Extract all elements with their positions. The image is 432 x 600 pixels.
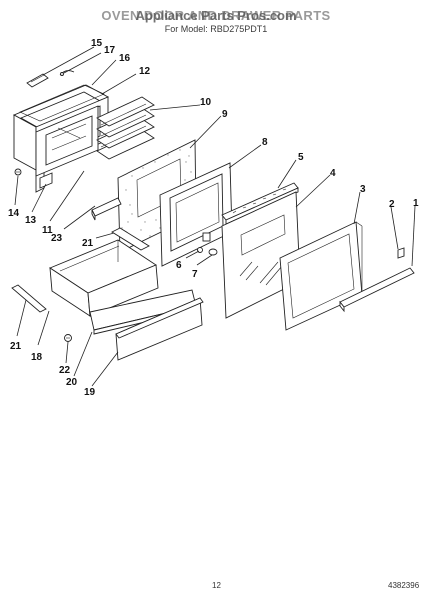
part-21-drawer-slide bbox=[111, 227, 150, 251]
part-15-vent-plate bbox=[26, 73, 49, 88]
part-10-window-pack bbox=[96, 96, 155, 160]
callout-3: 3 bbox=[360, 184, 366, 195]
callout-6: 6 bbox=[176, 260, 182, 271]
callout-16: 16 bbox=[119, 53, 131, 64]
callout-20: 20 bbox=[66, 377, 78, 388]
callout-12: 12 bbox=[139, 66, 151, 77]
part-11-inner-liner bbox=[35, 105, 99, 177]
document-code: 4382396 bbox=[388, 581, 420, 590]
part-23-hinge-bracket bbox=[91, 197, 122, 221]
part-18-drawer-body bbox=[49, 239, 159, 317]
model-line: For Model: RBD275PDT1 bbox=[164, 24, 268, 34]
page-title-underlay: OVEN DOOR AND DRAWER PARTS bbox=[101, 8, 331, 23]
part-21-drawer-slide bbox=[11, 284, 47, 313]
callout-13: 13 bbox=[25, 215, 37, 226]
callout-11: 11 bbox=[42, 225, 53, 236]
callout-18: 18 bbox=[31, 352, 43, 363]
callout-numbers: 15 17 16 12 10 9 8 5 4 3 2 1 14 13 11 23… bbox=[8, 38, 419, 398]
part-14-screw bbox=[14, 168, 22, 176]
callout-21-lower: 21 bbox=[10, 341, 22, 352]
part-5-door-trim bbox=[221, 182, 299, 225]
callout-1: 1 bbox=[413, 198, 419, 209]
part-1-door-handle bbox=[339, 267, 415, 313]
callout-15: 15 bbox=[91, 38, 103, 49]
callout-21-upper: 21 bbox=[82, 238, 94, 249]
callout-2: 2 bbox=[389, 199, 395, 210]
part-7-spacer bbox=[208, 248, 218, 256]
callout-7: 7 bbox=[192, 269, 198, 280]
callout-5: 5 bbox=[298, 152, 304, 163]
part-2-handle-end-cap bbox=[397, 247, 405, 259]
callout-8: 8 bbox=[262, 137, 268, 148]
callout-19: 19 bbox=[84, 387, 96, 398]
part-4-outer-door-panel bbox=[221, 191, 301, 319]
callout-9: 9 bbox=[222, 109, 228, 120]
part-17-clip bbox=[59, 70, 75, 76]
callout-23: 23 bbox=[51, 233, 63, 244]
callout-14: 14 bbox=[8, 208, 20, 219]
callout-4: 4 bbox=[330, 168, 336, 179]
callout-17: 17 bbox=[104, 45, 116, 56]
part-16-gasket bbox=[19, 84, 105, 122]
page-number: 12 bbox=[212, 581, 221, 590]
leader-lines bbox=[14, 46, 416, 387]
callout-10: 10 bbox=[200, 97, 212, 108]
callout-22: 22 bbox=[59, 365, 71, 376]
page-title-watermark: Appliance Parts Pros.com bbox=[135, 8, 297, 23]
part-22-drawer-screw bbox=[64, 334, 72, 342]
part-8-door-frame bbox=[159, 162, 233, 267]
part-19-drawer-front bbox=[115, 297, 204, 361]
